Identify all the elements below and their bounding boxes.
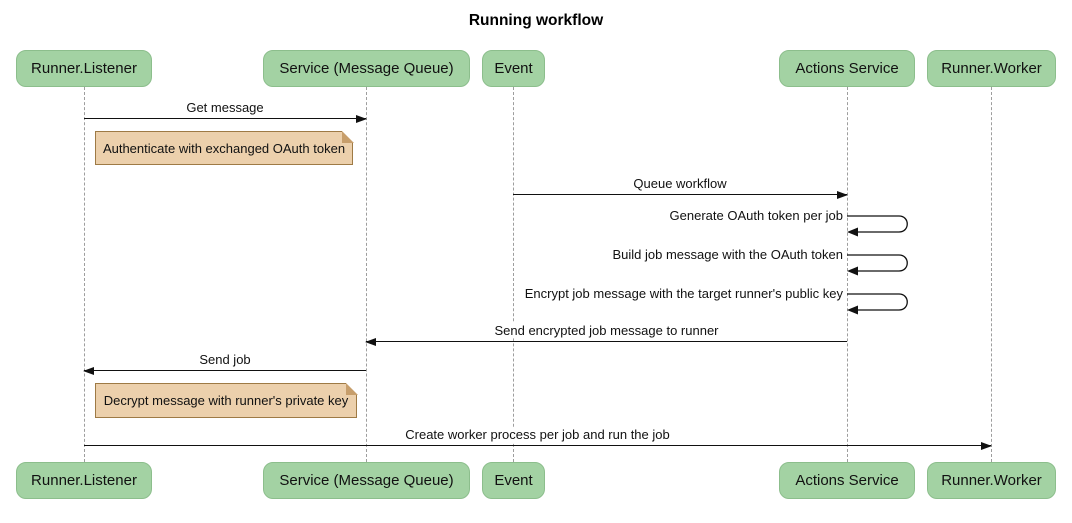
participant-label: Event (494, 60, 533, 77)
participant-top-actions-service: Actions Service (779, 50, 915, 87)
self-message-label-generate-oauth: Generate OAuth token per job (665, 208, 843, 224)
message-arrow-get-message: Get message (84, 98, 367, 123)
self-message-label-encrypt-job-message: Encrypt job message with the target runn… (520, 286, 843, 302)
lifeline-runner-listener (84, 87, 85, 462)
message-label: Queue workflow (513, 176, 847, 191)
participant-label: Event (494, 472, 533, 489)
participant-top-service-message-queue: Service (Message Queue) (263, 50, 470, 87)
lifeline-runner-worker (991, 87, 992, 462)
participant-label: Actions Service (795, 472, 899, 489)
participant-bottom-actions-service: Actions Service (779, 462, 915, 499)
lifeline-service-message-queue (366, 87, 367, 462)
participant-label: Actions Service (795, 60, 899, 77)
participant-bottom-runner-listener: Runner.Listener (16, 462, 152, 499)
note-label: Authenticate with exchanged OAuth token (102, 140, 346, 156)
self-loop-arrow (847, 254, 908, 276)
message-label: Get message (84, 100, 366, 115)
diagram-title: Running workflow (468, 12, 604, 29)
participant-label: Service (Message Queue) (279, 472, 454, 489)
message-label: Send job (84, 352, 366, 367)
participant-bottom-runner-worker: Runner.Worker (927, 462, 1056, 499)
participant-label: Runner.Worker (941, 60, 1042, 77)
note-decrypt-message: Decrypt message with runner's private ke… (95, 382, 358, 418)
self-loop-arrow (847, 293, 908, 315)
participant-top-event: Event (482, 50, 545, 87)
message-arrow-create-worker-process: Create worker process per job and run th… (84, 425, 992, 450)
self-loop-arrow (847, 215, 908, 237)
note-label: Decrypt message with runner's private ke… (103, 393, 349, 408)
participant-bottom-event: Event (482, 462, 545, 499)
participant-bottom-service-message-queue: Service (Message Queue) (263, 462, 470, 499)
message-arrow-send-job: Send job (83, 350, 366, 375)
participant-top-runner-worker: Runner.Worker (927, 50, 1056, 87)
message-label: Create worker process per job and run th… (84, 427, 991, 442)
lifeline-event (513, 87, 514, 462)
participant-label: Runner.Listener (31, 472, 137, 489)
participant-label: Runner.Listener (31, 60, 137, 77)
message-arrow-queue-workflow: Queue workflow (513, 174, 848, 199)
participant-top-runner-listener: Runner.Listener (16, 50, 152, 87)
participant-label: Runner.Worker (941, 472, 1042, 489)
self-message-label-build-job-message: Build job message with the OAuth token (608, 247, 843, 263)
message-arrow-send-encrypted-job: Send encrypted job message to runner (365, 321, 847, 346)
lifeline-actions-service (847, 87, 848, 462)
message-label: Send encrypted job message to runner (366, 323, 847, 338)
participant-label: Service (Message Queue) (279, 60, 454, 77)
note-authenticate-oauth: Authenticate with exchanged OAuth token (95, 130, 354, 165)
